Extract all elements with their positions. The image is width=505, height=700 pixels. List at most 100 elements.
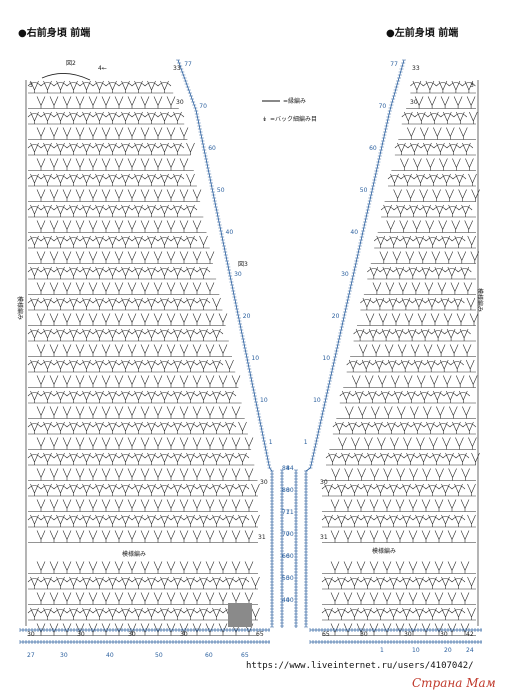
stitch-row — [329, 437, 477, 450]
stitch-row — [384, 189, 480, 202]
scale-right-65: 65 — [241, 652, 249, 659]
stitch-row — [322, 561, 476, 574]
stitch-row — [360, 297, 476, 311]
scale-left-20: 20 — [444, 647, 452, 654]
border-number: 77 — [390, 61, 398, 68]
stitch-row — [367, 266, 476, 280]
stitch-row — [377, 220, 476, 233]
shaded-start-square — [228, 603, 252, 627]
border-number: 40 — [350, 229, 358, 236]
border-number: 80 — [282, 487, 290, 494]
stitch-row — [398, 127, 476, 140]
stitch-row — [357, 313, 479, 326]
scale-right-40: 40 — [106, 652, 114, 659]
border-inner-ticks — [280, 469, 284, 627]
scale-right-60: 60 — [205, 652, 213, 659]
border-number: 20 — [243, 313, 251, 320]
stitch-row — [321, 514, 476, 528]
stitch-row — [373, 235, 476, 249]
stitch-row — [28, 623, 258, 636]
stitch-row — [28, 437, 254, 450]
scale-right-50: 50 — [155, 652, 163, 659]
bottom-left-30c: 30 — [440, 631, 448, 638]
border-number: 70 — [199, 103, 207, 110]
border-number: 30 — [234, 271, 242, 278]
stitch-row — [28, 282, 220, 295]
stitch-row — [350, 344, 476, 357]
stitch-row — [27, 421, 248, 435]
border-number: 84 — [286, 465, 294, 472]
border-number: 60 — [286, 553, 294, 560]
stitch-row — [322, 499, 476, 512]
patterned-mid-right-label: 模様編み — [372, 547, 396, 555]
border-line — [177, 59, 273, 627]
patterned-right-label: 模様編み — [476, 288, 484, 312]
border-number: 60 — [208, 145, 216, 152]
bottom-left-42: 42 — [466, 631, 474, 638]
bottom-right-30c: 30 — [128, 631, 136, 638]
stitch-row — [27, 142, 195, 156]
row-num-left-3: 3 — [470, 82, 474, 89]
stitch-row — [27, 297, 223, 311]
bottom-right-30b: 30 — [77, 631, 85, 638]
stitch-row — [336, 406, 476, 419]
border-number: 71 — [286, 509, 294, 516]
row-num-right-31: 31 — [258, 534, 266, 541]
scale-right-30: 30 — [60, 652, 68, 659]
stitch-row — [28, 592, 258, 605]
stitch-row — [27, 235, 210, 249]
stitch-row — [339, 390, 476, 404]
border-ticks — [176, 59, 274, 628]
stitch-row — [27, 80, 174, 94]
border-ticks — [304, 59, 406, 628]
legend-back-stitch-symbol: ↡ — [262, 116, 267, 123]
row-num-left-30b: 30 — [320, 479, 328, 486]
stitch-row — [27, 607, 260, 621]
stitch-row — [27, 204, 204, 218]
right-front-bottom-band — [19, 628, 270, 644]
border-number: 70 — [379, 103, 387, 110]
row-num-right-30a: 30 — [176, 99, 184, 106]
title-right-front: ●右前身頃 前端 — [18, 26, 90, 39]
scale-left-1: 1 — [380, 647, 384, 654]
scale-right-27: 27 — [27, 652, 35, 659]
border-number: 84 — [282, 465, 290, 472]
stitch-row — [322, 530, 476, 543]
bottom-band-ticks — [19, 628, 270, 632]
fig3-label: 図3 — [238, 261, 248, 268]
left-front-bottom-band — [309, 628, 482, 644]
source-url: https://www.liveinternet.ru/users/410704… — [246, 661, 474, 671]
left-front-stitch-field — [321, 80, 480, 636]
border-number: 10 — [251, 355, 259, 362]
stitch-row — [343, 375, 478, 388]
stitch-row — [27, 111, 185, 125]
bottom-right-65: 65 — [256, 631, 264, 638]
stitch-row — [28, 530, 258, 543]
row-num-left-30a: 30 — [410, 99, 418, 106]
bottom-left-65: 65 — [322, 631, 330, 638]
row-num-left-31: 31 — [320, 534, 328, 541]
stitch-row — [28, 127, 189, 140]
stitch-row — [401, 111, 478, 125]
border-number: 70 — [286, 531, 294, 538]
border-number: 20 — [332, 313, 340, 320]
stitch-row — [27, 390, 242, 404]
stitch-row — [321, 607, 476, 621]
stitch-row — [387, 173, 477, 187]
stitch-row — [322, 623, 476, 636]
bottom-left-30b: 30 — [404, 631, 412, 638]
border-number: 1 — [269, 439, 273, 446]
border-number: 50 — [286, 575, 294, 582]
stitch-row — [28, 313, 228, 326]
stitch-row — [322, 592, 476, 605]
border-number: 71 — [282, 509, 290, 516]
row-num-right-30b: 30 — [260, 479, 268, 486]
stitch-row — [27, 328, 229, 342]
bottom-band-ticks — [19, 640, 270, 644]
stitch-row — [321, 576, 476, 590]
bottom-right-30d: 30 — [180, 631, 188, 638]
border-number: 70 — [282, 531, 290, 538]
border-number: 10 — [260, 397, 268, 404]
